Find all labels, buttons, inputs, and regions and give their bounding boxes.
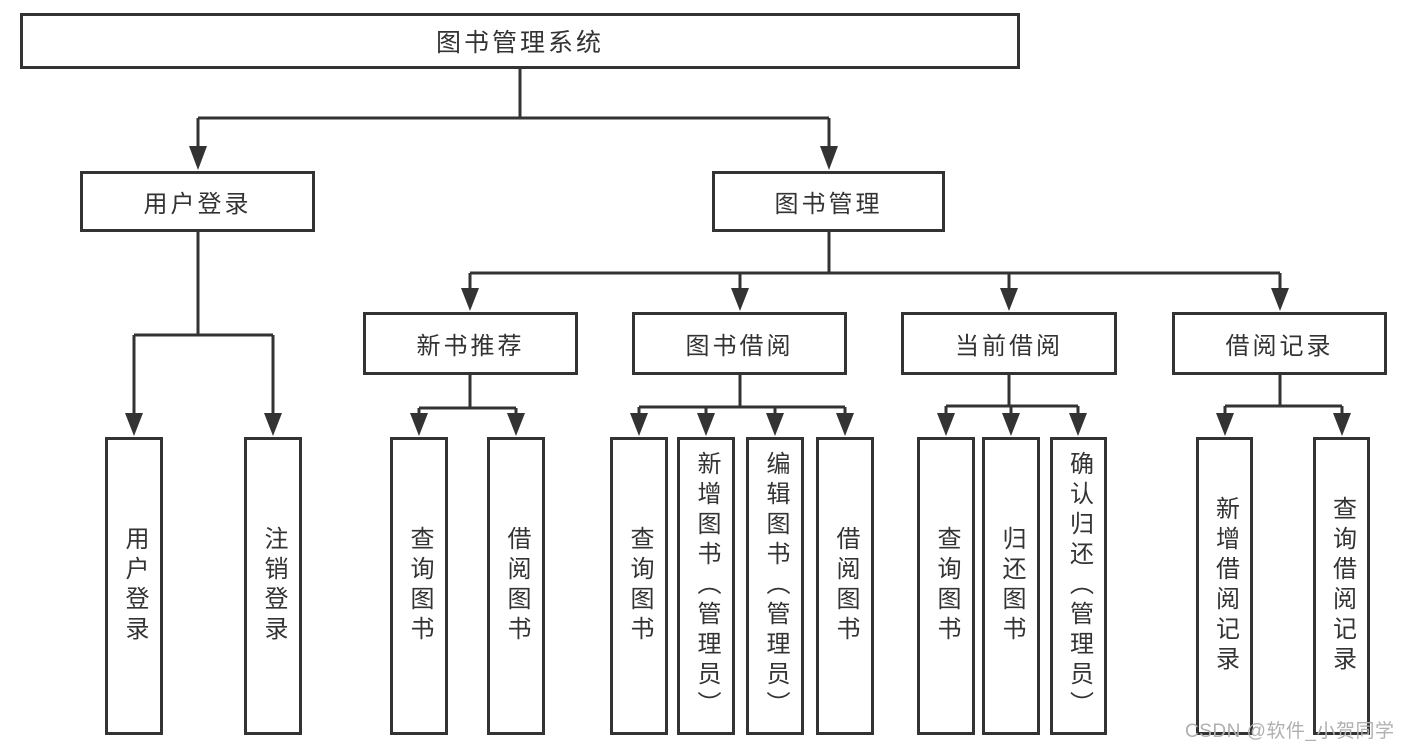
leaf-label: 查询图书 — [406, 526, 433, 646]
leaf-query-books-current: 查询图书 — [917, 437, 975, 735]
leaf-add-books-admin: 新增图书（管理员） — [677, 437, 735, 735]
node-new-book-recommend: 新书推荐 — [363, 312, 578, 375]
leaf-label: 查询图书 — [933, 526, 960, 646]
leaf-label: 用户登录 — [121, 526, 148, 646]
leaf-label: 新增借阅记录 — [1211, 496, 1239, 676]
node-root-system: 图书管理系统 — [20, 13, 1020, 69]
node-borrow-records: 借阅记录 — [1172, 312, 1387, 375]
leaf-label: 注销登录 — [260, 526, 287, 646]
connector-book-borrow-to-leaves — [630, 375, 854, 436]
connector-new-book-recommend-to-leaves — [410, 375, 525, 436]
connector-borrow-records-to-leaves — [1216, 375, 1351, 436]
leaf-label: 编辑图书（管理员） — [762, 451, 789, 721]
leaf-add-borrow-record: 新增借阅记录 — [1196, 437, 1253, 735]
leaf-query-books-recommend: 查询图书 — [390, 437, 448, 735]
leaf-edit-books-admin: 编辑图书（管理员） — [746, 437, 804, 735]
leaf-borrow-books-recommend: 借阅图书 — [487, 437, 545, 735]
leaf-label: 借阅图书 — [832, 526, 859, 646]
leaf-label: 确认归还（管理员） — [1065, 451, 1093, 721]
connector-root-to-level1 — [189, 69, 838, 170]
leaf-label: 新增图书（管理员） — [693, 451, 720, 721]
leaf-confirm-return-admin: 确认归还（管理员） — [1050, 437, 1107, 735]
leaf-return-books: 归还图书 — [982, 437, 1040, 735]
node-current-borrow: 当前借阅 — [901, 312, 1117, 375]
leaf-logout: 注销登录 — [244, 437, 302, 735]
node-user-login: 用户登录 — [80, 171, 315, 232]
csdn-watermark: CSDN @软件_小贺同学 — [1185, 721, 1395, 742]
connector-current-borrow-to-leaves — [937, 375, 1087, 436]
leaf-query-books-borrow: 查询图书 — [610, 437, 668, 735]
leaf-user-login: 用户登录 — [105, 437, 163, 735]
leaf-label: 查询图书 — [626, 526, 653, 646]
connector-book-management-to-level2 — [461, 232, 1289, 311]
connector-user-login-to-leaves — [125, 232, 282, 436]
leaf-borrow-books: 借阅图书 — [816, 437, 874, 735]
node-book-management: 图书管理 — [712, 171, 945, 232]
leaf-label: 归还图书 — [998, 526, 1025, 646]
leaf-query-borrow-record: 查询借阅记录 — [1313, 437, 1370, 735]
node-book-borrow: 图书借阅 — [632, 312, 847, 375]
leaf-label: 查询借阅记录 — [1328, 496, 1356, 676]
leaf-label: 借阅图书 — [503, 526, 530, 646]
